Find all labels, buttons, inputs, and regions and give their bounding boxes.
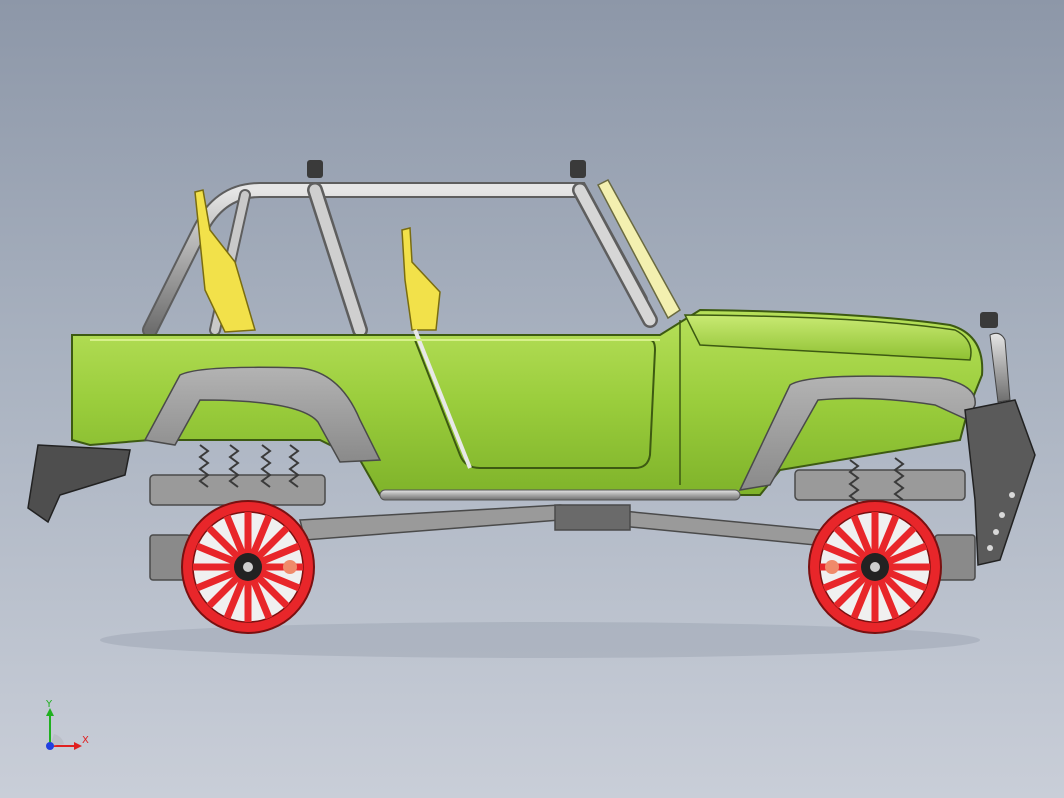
rear-fender-flare [143,366,382,463]
triad-axes-icon [46,708,82,750]
ground-shadow [100,622,980,658]
body-tub [71,308,984,496]
triad-x-label: X [82,735,89,746]
front-bumper [964,399,1036,566]
door-frame-tube [413,329,472,469]
rear-bumper [27,444,131,524]
bumper-holes [987,492,1015,551]
chassis-frame [149,469,976,581]
front-fender-flare [738,375,976,491]
front-shocks [848,457,905,503]
rear-seat [194,189,256,333]
hood [683,314,972,361]
front-wheel [808,500,942,634]
rock-slider [379,489,741,501]
rear-shocks [198,444,300,488]
cage-mount-front [570,160,586,178]
cage-mount-rear [307,160,323,178]
front-light-mount [980,312,998,328]
windshield-frame [596,179,681,320]
triad-y-label: Y [46,699,53,710]
coordinate-triad: X Y [38,698,98,758]
snorkel [989,332,1011,403]
rear-wheel [181,500,315,634]
front-seat [401,227,441,331]
